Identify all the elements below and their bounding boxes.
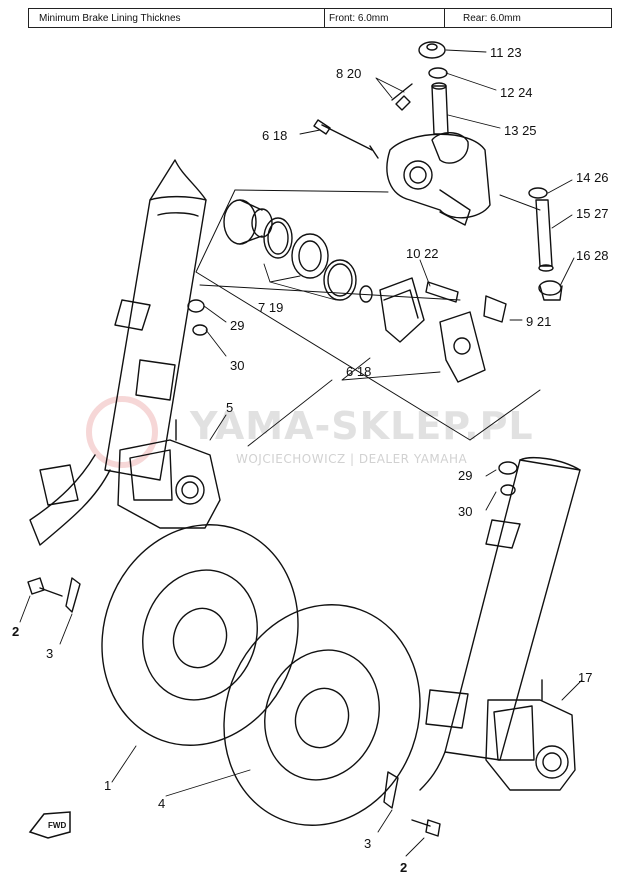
spec-title: Minimum Brake Lining Thicknes [29, 9, 325, 27]
part-29-left [187, 299, 205, 313]
part-7-seal-b [291, 233, 329, 279]
spec-rear: Rear: 6.0mm [463, 13, 521, 24]
callout-6-18-mid: 6 18 [346, 364, 371, 379]
callout-6-18-top: 6 18 [262, 128, 287, 143]
callout-29-right: 29 [458, 468, 472, 483]
right-fork-leg [419, 457, 581, 791]
leader-lines [19, 49, 583, 857]
callout-2-right: 2 [400, 860, 407, 875]
watermark-subtitle: WOJCIECHOWICZ | DEALER YAMAHA [236, 452, 468, 466]
fwd-label: FWD [48, 821, 66, 830]
spec-front: Front: 6.0mm [325, 9, 445, 27]
callout-7-19: 7 19 [258, 300, 283, 315]
top-caliper-body [386, 132, 491, 226]
callout-10-22: 10 22 [406, 246, 439, 261]
right-brake-disc [223, 604, 421, 826]
part-2-bolt-left [27, 577, 63, 597]
callout-1: 1 [104, 778, 111, 793]
part-7-seal-a [263, 217, 293, 259]
callout-16-28: 16 28 [576, 248, 609, 263]
part-16-boot [538, 280, 562, 296]
part-piston [223, 199, 257, 245]
callout-9-21: 9 21 [526, 314, 551, 329]
callout-5: 5 [226, 400, 233, 415]
callout-29-left: 29 [230, 318, 244, 333]
callout-30-right: 30 [458, 504, 472, 519]
left-caliper-assembly [117, 419, 221, 529]
callout-4: 4 [158, 796, 165, 811]
callout-30-left: 30 [230, 358, 244, 373]
callout-8-20: 8 20 [336, 66, 361, 81]
left-brake-disc [101, 524, 299, 746]
callout-3-right: 3 [364, 836, 371, 851]
exploded-box [195, 189, 541, 441]
part-12-ring [428, 67, 448, 79]
callout-13-25: 13 25 [504, 123, 537, 138]
callout-11-23: 11 23 [490, 45, 522, 60]
spec-table: Minimum Brake Lining Thicknes Front: 6.0… [28, 8, 612, 28]
left-fork-leg [29, 159, 207, 546]
part-29-right [498, 461, 518, 475]
watermark-seal [86, 396, 158, 468]
part-10-shim [425, 281, 459, 303]
callout-12-24: 12 24 [500, 85, 533, 100]
callout-17: 17 [578, 670, 592, 685]
part-pad-b [439, 311, 486, 383]
part-11-cap [418, 41, 446, 59]
right-caliper-assembly [485, 679, 576, 791]
part-30-left [192, 324, 208, 336]
part-8-bleeder [391, 83, 413, 111]
callout-2-left: 2 [12, 624, 19, 639]
part-2-bolt-right [411, 819, 441, 837]
watermark-brand: YAMA-SKLEP.PL [190, 404, 534, 448]
part-14-washer [528, 187, 548, 199]
part-3-bracket-right [383, 771, 399, 809]
part-7-seal-c [323, 259, 357, 301]
part-3-bracket-left [65, 577, 81, 613]
part-30-right [500, 484, 516, 496]
callout-3-left: 3 [46, 646, 53, 661]
part-pad-a [379, 277, 425, 343]
part-6-bolt-top [313, 119, 379, 159]
part-13-pin [431, 85, 449, 135]
part-9-clip [483, 295, 507, 323]
callout-15-27: 15 27 [576, 206, 609, 221]
fwd-arrow-icon: FWD [28, 811, 71, 839]
callout-14-26: 14 26 [576, 170, 609, 185]
